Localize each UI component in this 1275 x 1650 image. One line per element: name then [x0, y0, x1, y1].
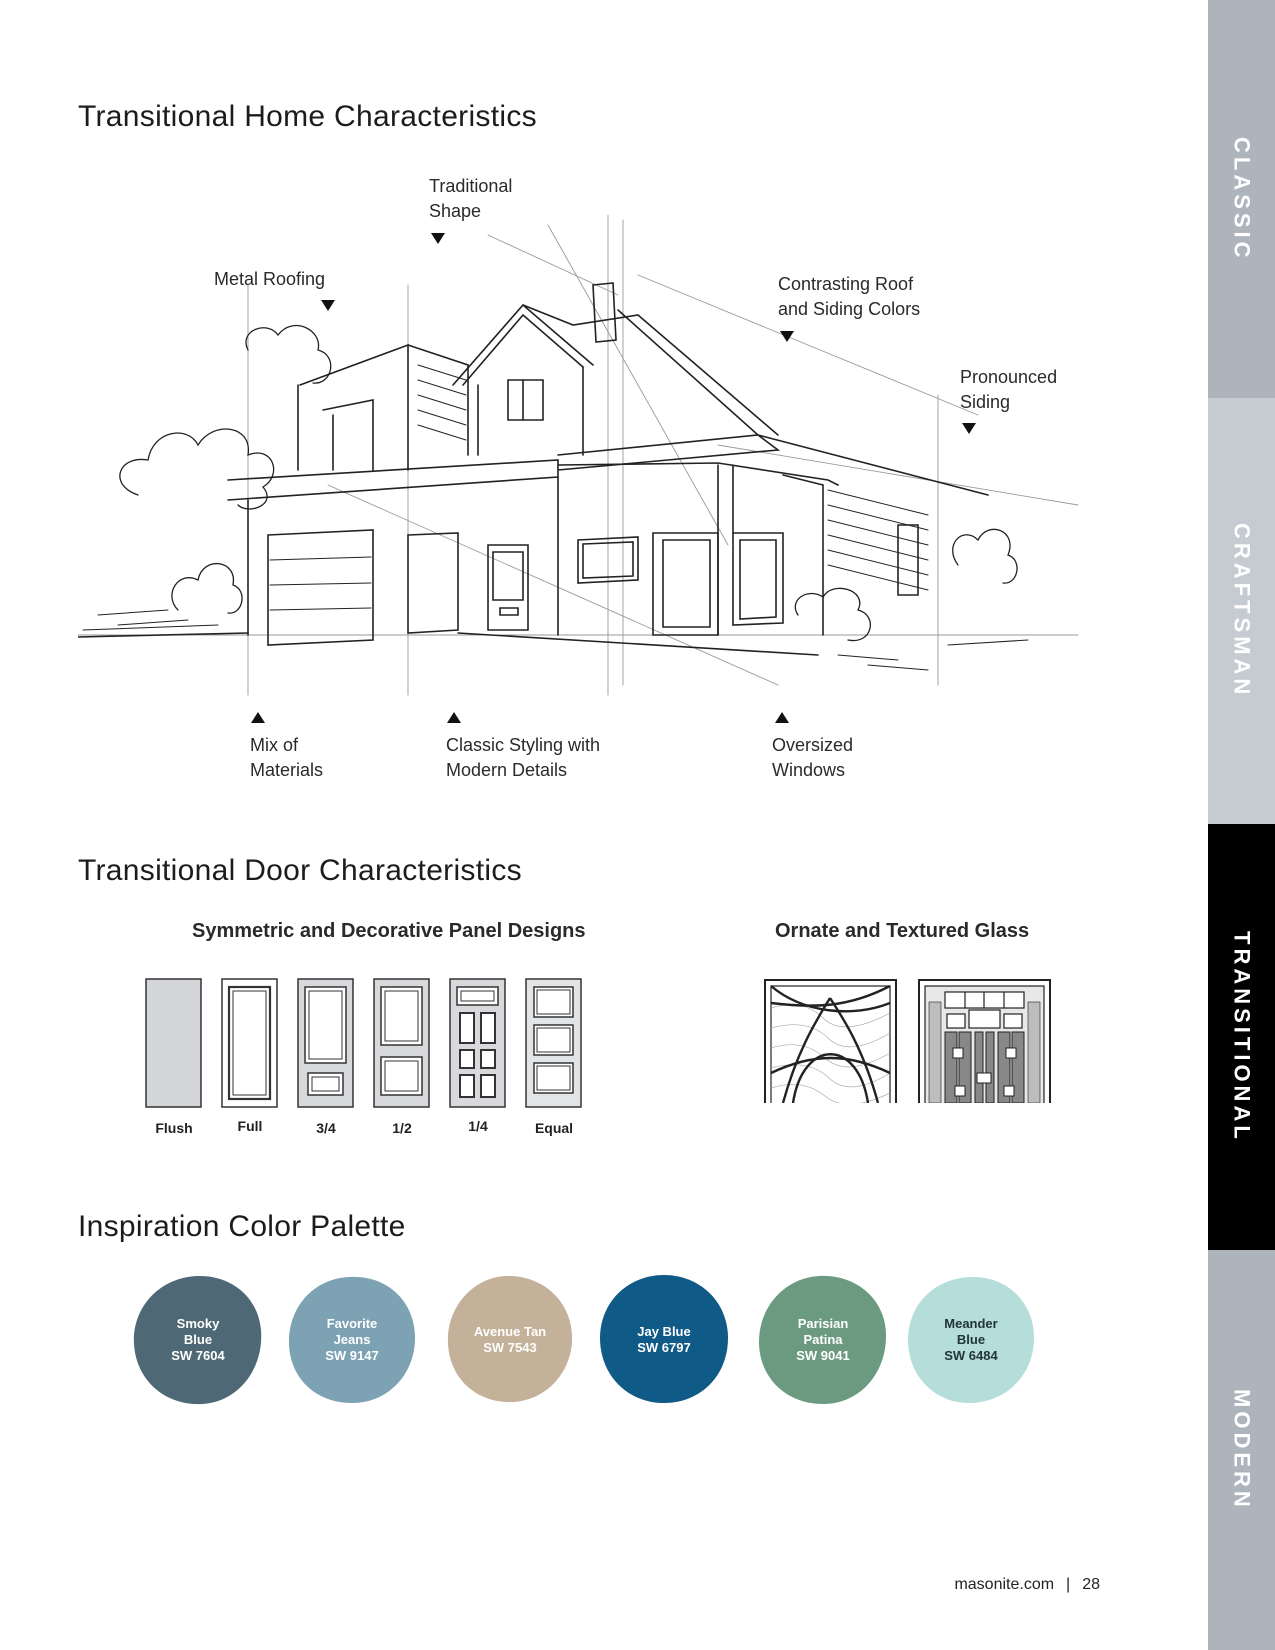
arrow-down-icon: [780, 331, 794, 342]
swatch-line: Parisian: [797, 1316, 849, 1331]
footer-separator: |: [1066, 1576, 1071, 1593]
callout-oversized-line2: Windows: [772, 760, 846, 780]
callout-classic-line1: Classic Styling with: [446, 735, 601, 755]
swatch-line: SW 6797: [637, 1340, 691, 1355]
door-full: [221, 978, 278, 1108]
swatch-line: SW 6484: [944, 1348, 998, 1363]
ornate-glass-leaded: [918, 979, 1051, 1103]
callout-pronounced-siding: Pronounced Siding: [960, 365, 1057, 415]
swatch-line: Blue: [956, 1332, 986, 1347]
callout-traditional-shape: Traditional Shape: [429, 174, 512, 224]
arrow-up-icon: [251, 712, 265, 723]
door-label-three-quarter: 3/4: [316, 1120, 336, 1136]
swatch-line: Avenue Tan: [473, 1324, 547, 1339]
door-label-equal: Equal: [534, 1120, 574, 1136]
swatch-favorite-jeans: Favorite Jeans SW 9147: [284, 1272, 420, 1408]
swatch-smoky-blue: Smoky Blue SW 7604: [130, 1272, 266, 1408]
swatch-meander-blue: Meander Blue SW 6484: [903, 1272, 1039, 1408]
door-panel-designs: [145, 978, 582, 1108]
callout-pronounced-line1: Pronounced: [960, 367, 1058, 387]
door-label-half: 1/2: [392, 1120, 412, 1136]
swatch-line: Blue: [183, 1332, 213, 1347]
paint-blob: [908, 1276, 1034, 1404]
paint-blob: [133, 1275, 262, 1405]
side-tab-classic[interactable]: CLASSIC: [1208, 0, 1275, 398]
callout-classic-styling: Classic Styling with Modern Details: [446, 733, 600, 783]
side-tab-transitional[interactable]: TRANSITIONAL: [1208, 824, 1275, 1250]
swatch-line: Jay Blue: [637, 1324, 691, 1339]
paint-blob: [600, 1275, 728, 1404]
swatch-parisian-patina: Parisian Patina SW 9041: [755, 1272, 891, 1408]
palette-section-title: Inspiration Color Palette: [78, 1210, 406, 1243]
paint-blob: [447, 1275, 573, 1403]
door-label-full: Full: [237, 1118, 263, 1134]
callout-metal-roofing: Metal Roofing: [214, 267, 325, 292]
swatch-line: Patina: [803, 1332, 843, 1347]
ornate-glass-swirl: [764, 979, 897, 1103]
callout-traditional-shape-line1: Traditional: [429, 176, 513, 196]
callout-traditional-shape-line2: Shape: [429, 201, 482, 221]
swatch-jay-blue: Jay Blue SW 6797: [596, 1272, 732, 1408]
section-side-tabs: CLASSIC CRAFTSMAN TRANSITIONAL MODERN: [1208, 0, 1275, 1650]
arrow-down-icon: [962, 423, 976, 434]
door-label-flush: Flush: [155, 1120, 193, 1136]
door-flush: [145, 978, 202, 1108]
home-section-title: Transitional Home Characteristics: [78, 100, 537, 133]
swatch-line: SW 9147: [325, 1348, 379, 1363]
callout-pronounced-line2: Siding: [960, 392, 1011, 412]
paint-blob: [288, 1276, 416, 1403]
glass-heading: Ornate and Textured Glass: [775, 920, 1030, 942]
swatch-avenue-tan: Avenue Tan SW 7543: [442, 1272, 578, 1408]
house-sketch: [78, 215, 1079, 696]
callout-oversized-line1: Oversized: [772, 735, 854, 755]
swatch-line: SW 7543: [483, 1340, 537, 1355]
side-tab-craftsman[interactable]: CRAFTSMAN: [1208, 398, 1275, 824]
side-tab-modern[interactable]: MODERN: [1208, 1250, 1275, 1650]
callout-classic-line2: Modern Details: [446, 760, 568, 780]
side-tab-label: CLASSIC: [1229, 136, 1255, 262]
swatch-line: Jeans: [333, 1332, 371, 1347]
page-footer: masonite.com | 28: [954, 1576, 1100, 1594]
door-section-title: Transitional Door Characteristics: [78, 854, 522, 887]
paint-blob: [759, 1275, 887, 1405]
arrow-down-icon: [431, 233, 445, 244]
callout-contrasting-line1: Contrasting Roof: [778, 274, 914, 294]
arrow-down-icon: [321, 300, 335, 311]
callout-mix-line2: Materials: [250, 760, 324, 780]
arrow-up-icon: [775, 712, 789, 723]
swatch-line: Meander: [944, 1316, 998, 1331]
arrow-up-icon: [447, 712, 461, 723]
callout-metal-roofing-line1: Metal Roofing: [214, 269, 326, 289]
callout-mix-materials: Mix of Materials: [250, 733, 323, 783]
site-link[interactable]: masonite.com: [954, 1576, 1055, 1593]
door-label-quarter: 1/4: [468, 1118, 488, 1134]
swatch-line: Smoky: [176, 1316, 220, 1331]
callout-oversized-windows: Oversized Windows: [772, 733, 853, 783]
callout-contrasting-colors: Contrasting Roof and Siding Colors: [778, 272, 920, 322]
page-number: 28: [1082, 1576, 1100, 1593]
side-tab-label: MODERN: [1229, 1389, 1255, 1511]
swatch-line: SW 7604: [171, 1348, 225, 1363]
swatch-line: Favorite: [326, 1316, 378, 1331]
swatch-line: SW 9041: [796, 1348, 850, 1363]
side-tab-label: TRANSITIONAL: [1229, 931, 1255, 1143]
side-tab-label: CRAFTSMAN: [1229, 523, 1255, 699]
callout-mix-line1: Mix of: [250, 735, 299, 755]
panel-designs-heading: Symmetric and Decorative Panel Designs: [192, 920, 586, 942]
callout-contrasting-line2: and Siding Colors: [778, 299, 921, 319]
